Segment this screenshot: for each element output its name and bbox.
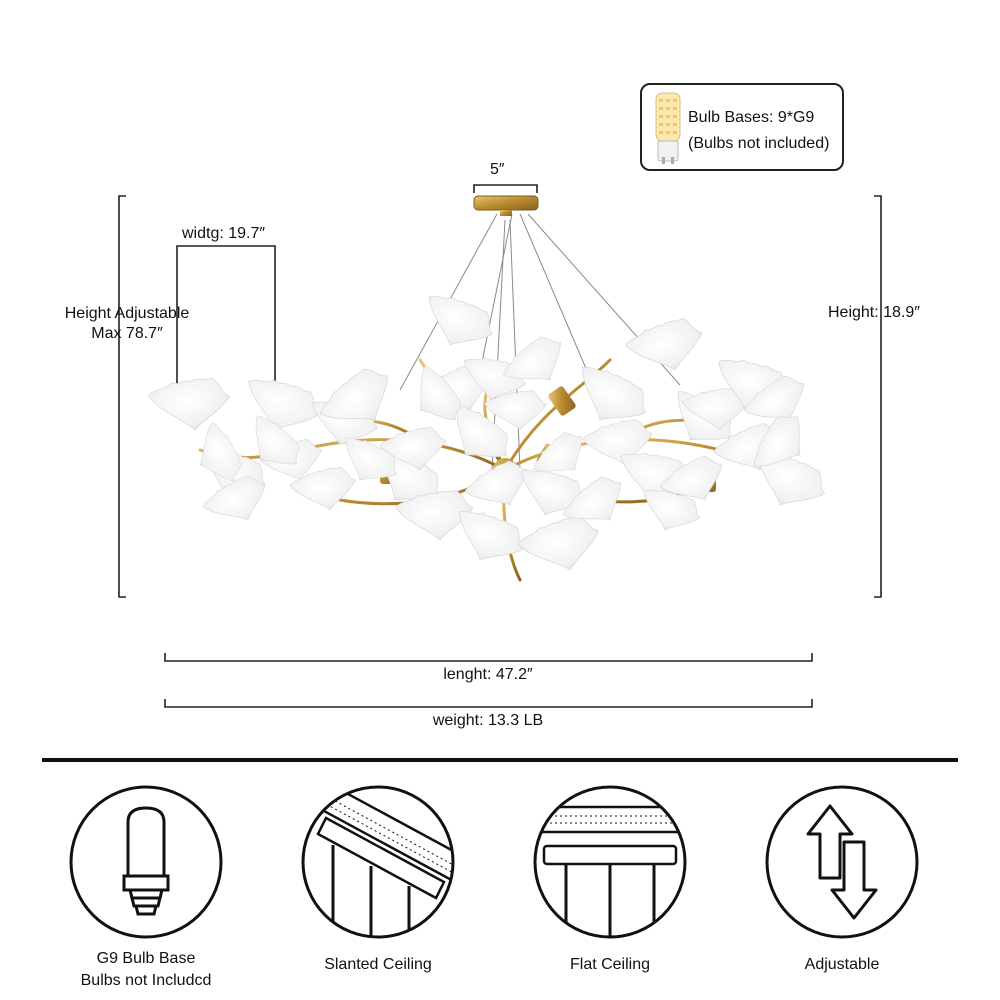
flat-ceiling-icon <box>533 785 687 939</box>
bulb-info-box: Bulb Bases: 9*G9 (Bulbs not included) <box>640 83 844 171</box>
base-width-label: 5″ <box>490 161 505 178</box>
bulb-bases-text: Bulb Bases: 9*G9 <box>688 109 815 126</box>
length-label: lenght: 47.2″ <box>443 666 533 683</box>
ginkgo-leaves <box>146 289 833 585</box>
g9-led-bulb-icon <box>655 92 681 164</box>
height-adjustable-line2: Max 78.7″ <box>91 325 163 342</box>
ginkgo-leaf <box>146 372 235 438</box>
ginkgo-leaf <box>622 311 712 384</box>
ginkgo-leaf <box>415 289 500 358</box>
adjustable-caption: Adjustable <box>804 956 880 973</box>
slanted-ceiling-caption: Slanted Ceiling <box>324 956 432 973</box>
g9-bulb-icon <box>69 785 223 939</box>
adjustable-arrows-icon <box>765 785 919 939</box>
height-adjustable-label: Height Adjustable Max 78.7″ <box>40 304 214 344</box>
weight-label: weight: 13.3 LB <box>432 712 544 729</box>
width-label: widtg: 19.7″ <box>182 225 266 242</box>
ginkgo-leaf <box>514 508 609 585</box>
bulbs-not-included-text: (Bulbs not included) <box>688 135 830 152</box>
g9-bulb-caption: G9 Bulb Base Bulbs not Includcd <box>56 948 236 992</box>
dimension-lines <box>118 184 882 708</box>
height-label: Height: 18.9″ <box>828 304 920 321</box>
slanted-ceiling-icon <box>301 785 455 939</box>
g9-bulb-caption-line2: Bulbs not Includcd <box>80 972 212 989</box>
height-adjustable-line1: Height Adjustable <box>64 305 190 322</box>
flat-ceiling-caption: Flat Ceiling <box>569 956 651 973</box>
ceiling-canopy <box>473 195 539 216</box>
section-divider <box>42 758 958 762</box>
g9-bulb-caption-line1: G9 Bulb Base <box>96 950 196 967</box>
